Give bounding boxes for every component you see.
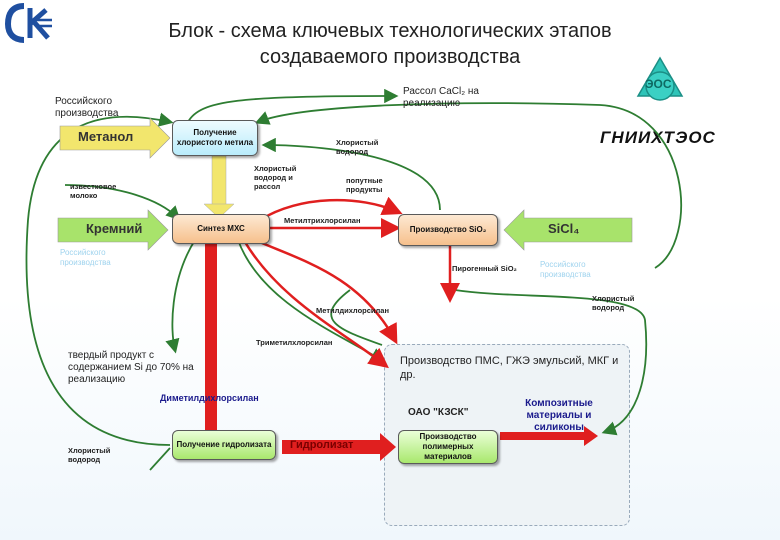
russian-production-label: Российского производства bbox=[55, 96, 119, 119]
composite-label: Композитные материалы и силиконы bbox=[525, 398, 593, 433]
org-name: ГНИИХТЭОС bbox=[600, 128, 716, 147]
kzsk-label: ОАО "КЗСК" bbox=[408, 407, 469, 418]
russian-production-faint: Российского производства bbox=[60, 248, 111, 267]
methyltrichlorosilane-label: Метилтрихлорсилан bbox=[284, 216, 361, 225]
hcl-right-label: Хлористый водород bbox=[592, 294, 635, 312]
hydrolysate-box: Получение гидролизата bbox=[172, 430, 276, 460]
sicl4-input: SiCl₄ bbox=[548, 221, 580, 236]
hydrolysate-arrow-label: Гидролизат bbox=[290, 439, 354, 451]
mhs-synthesis-box: Синтез МХС bbox=[172, 214, 270, 244]
pms-production-label: Производство ПМС, ГЖЭ эмульсий, МКГ и др… bbox=[400, 355, 619, 381]
byproducts-label: попутные продукты bbox=[346, 176, 383, 194]
silicon-input: Кремний bbox=[86, 221, 143, 236]
lime-milk-label: известковое молоко bbox=[70, 182, 117, 200]
methyldichlorosilane-label: Метилдихлорсилан bbox=[316, 306, 389, 315]
cacl2-label: Рассол CaCl₂ на реализацию bbox=[403, 86, 479, 109]
h2-hcl-brine-label: Хлористый водород и рассол bbox=[254, 164, 297, 191]
eos-emblem: ЭОС bbox=[636, 56, 684, 108]
solid-product-label: твердый продукт с содержанием Si до 70% … bbox=[68, 350, 194, 385]
hcl-bottom-label: Хлористый водород bbox=[68, 446, 111, 464]
chloromethyl-box: Получение хлористого метила bbox=[172, 120, 258, 156]
russian-production-faint-right: Российского производства bbox=[540, 260, 591, 279]
sio2-production-box: Производство SiO₂ bbox=[398, 214, 498, 246]
polymer-production-box: Производство полимерных материалов bbox=[398, 430, 498, 464]
trimethylchlorosilane-label: Триметилхлорсилан bbox=[256, 338, 333, 347]
pyrogenic-sio2-label: Пирогенный SiO₂ bbox=[452, 264, 517, 273]
page-title: Блок - схема ключевых технологических эт… bbox=[168, 20, 612, 68]
dimethyldichlorosilane-label: Диметилдихлорсилан bbox=[160, 393, 259, 403]
hcl-top-label: Хлористый водород bbox=[336, 138, 379, 156]
methanol-input: Метанол bbox=[78, 129, 134, 144]
company-logo: Ck bbox=[4, 2, 54, 44]
